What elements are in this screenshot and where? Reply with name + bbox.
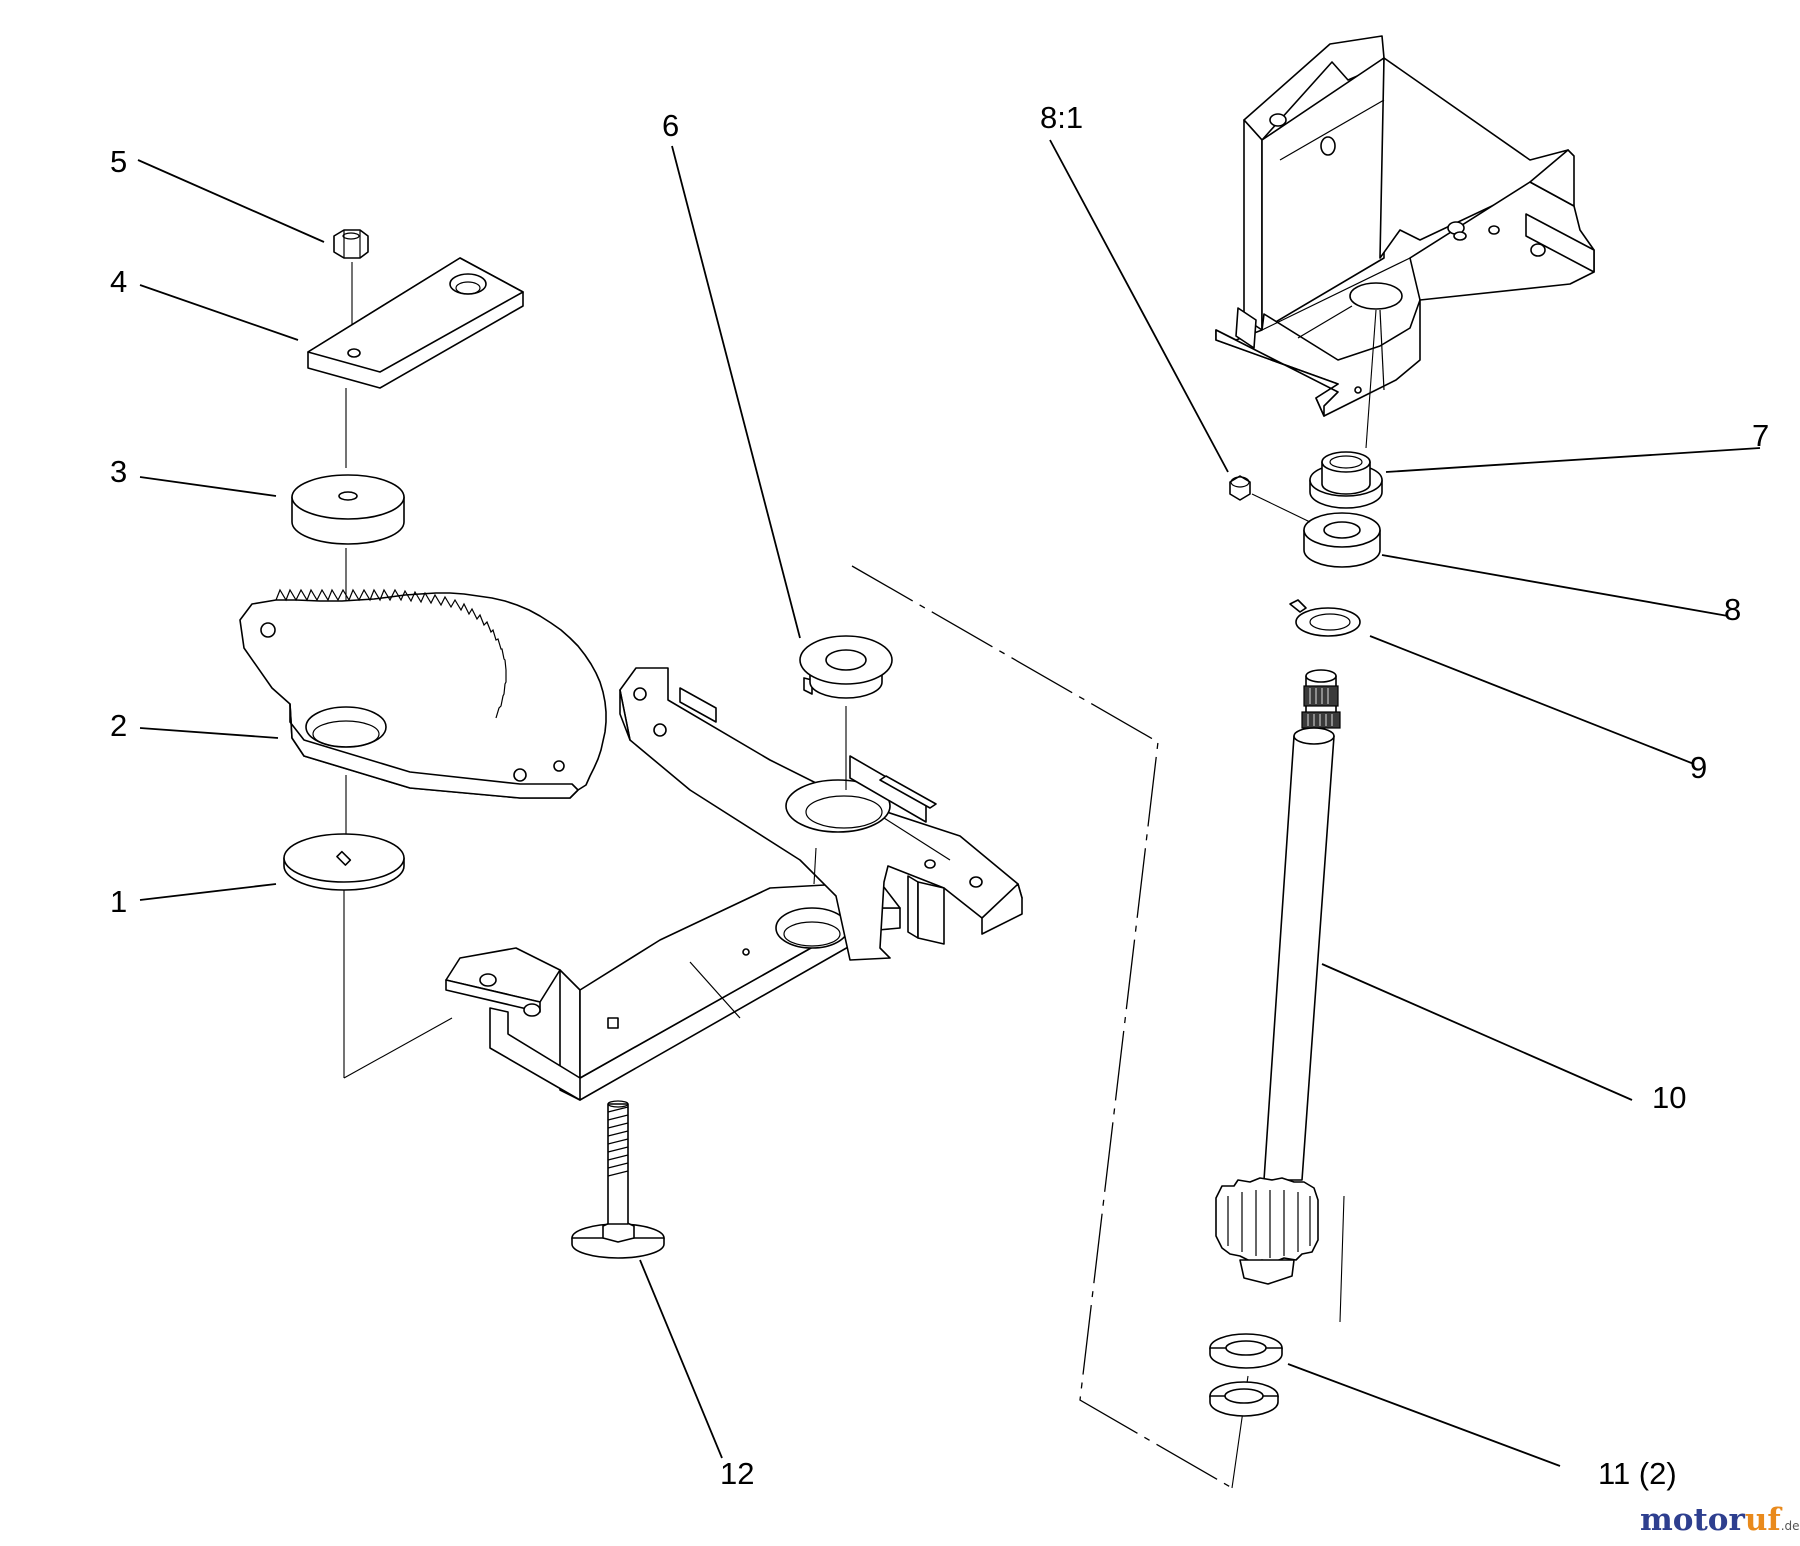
steering-mount-bracket	[1215, 35, 1595, 417]
callout-10: 10	[1652, 1080, 1686, 1115]
callout-11: 11 (2)	[1598, 1456, 1677, 1491]
part-2-sector-gear	[239, 588, 607, 799]
callout-2: 2	[110, 708, 127, 743]
part-10-steering-shaft	[1215, 669, 1341, 1285]
callout-1: 1	[110, 884, 127, 919]
sector-gear-teeth	[275, 588, 507, 719]
part-8-bearing	[1303, 512, 1381, 568]
part-5-nut	[333, 229, 369, 259]
alignment-line	[851, 565, 1249, 1489]
leader-lines	[137, 139, 1761, 1467]
part-3-spacer-washer	[291, 474, 405, 545]
part-11-washers	[1209, 1333, 1283, 1417]
part-8-1-set-screw	[1229, 475, 1311, 523]
callout-5: 5	[110, 144, 127, 179]
callout-8: 8	[1724, 592, 1741, 627]
callout-3: 3	[110, 454, 127, 489]
part-12-carriage-bolt	[571, 1100, 665, 1259]
motoruf-watermark: motoruf.de	[1640, 1502, 1800, 1538]
callout-6: 6	[662, 108, 679, 143]
callout-12: 12	[720, 1456, 754, 1491]
right-assembly-axis	[1339, 309, 1377, 1323]
callout-8-1: 8:1	[1040, 100, 1083, 135]
part-9-retaining-ring	[1289, 599, 1361, 637]
callout-9: 9	[1690, 750, 1707, 785]
callout-labels: 5 4 3 2 1 6 8:1 7 8 9 10 11 (2) 12	[110, 100, 1769, 1491]
part-1-flat-washer	[283, 833, 405, 891]
callout-7: 7	[1752, 418, 1769, 453]
callout-4: 4	[110, 264, 127, 299]
steering-support-bracket	[445, 667, 1023, 1101]
part-4-link-plate	[307, 257, 524, 389]
part-7-bushing	[1309, 451, 1383, 509]
part-6-flange-bushing	[799, 635, 893, 885]
svg-text:motoruf.de: motoruf.de	[1640, 1502, 1800, 1538]
